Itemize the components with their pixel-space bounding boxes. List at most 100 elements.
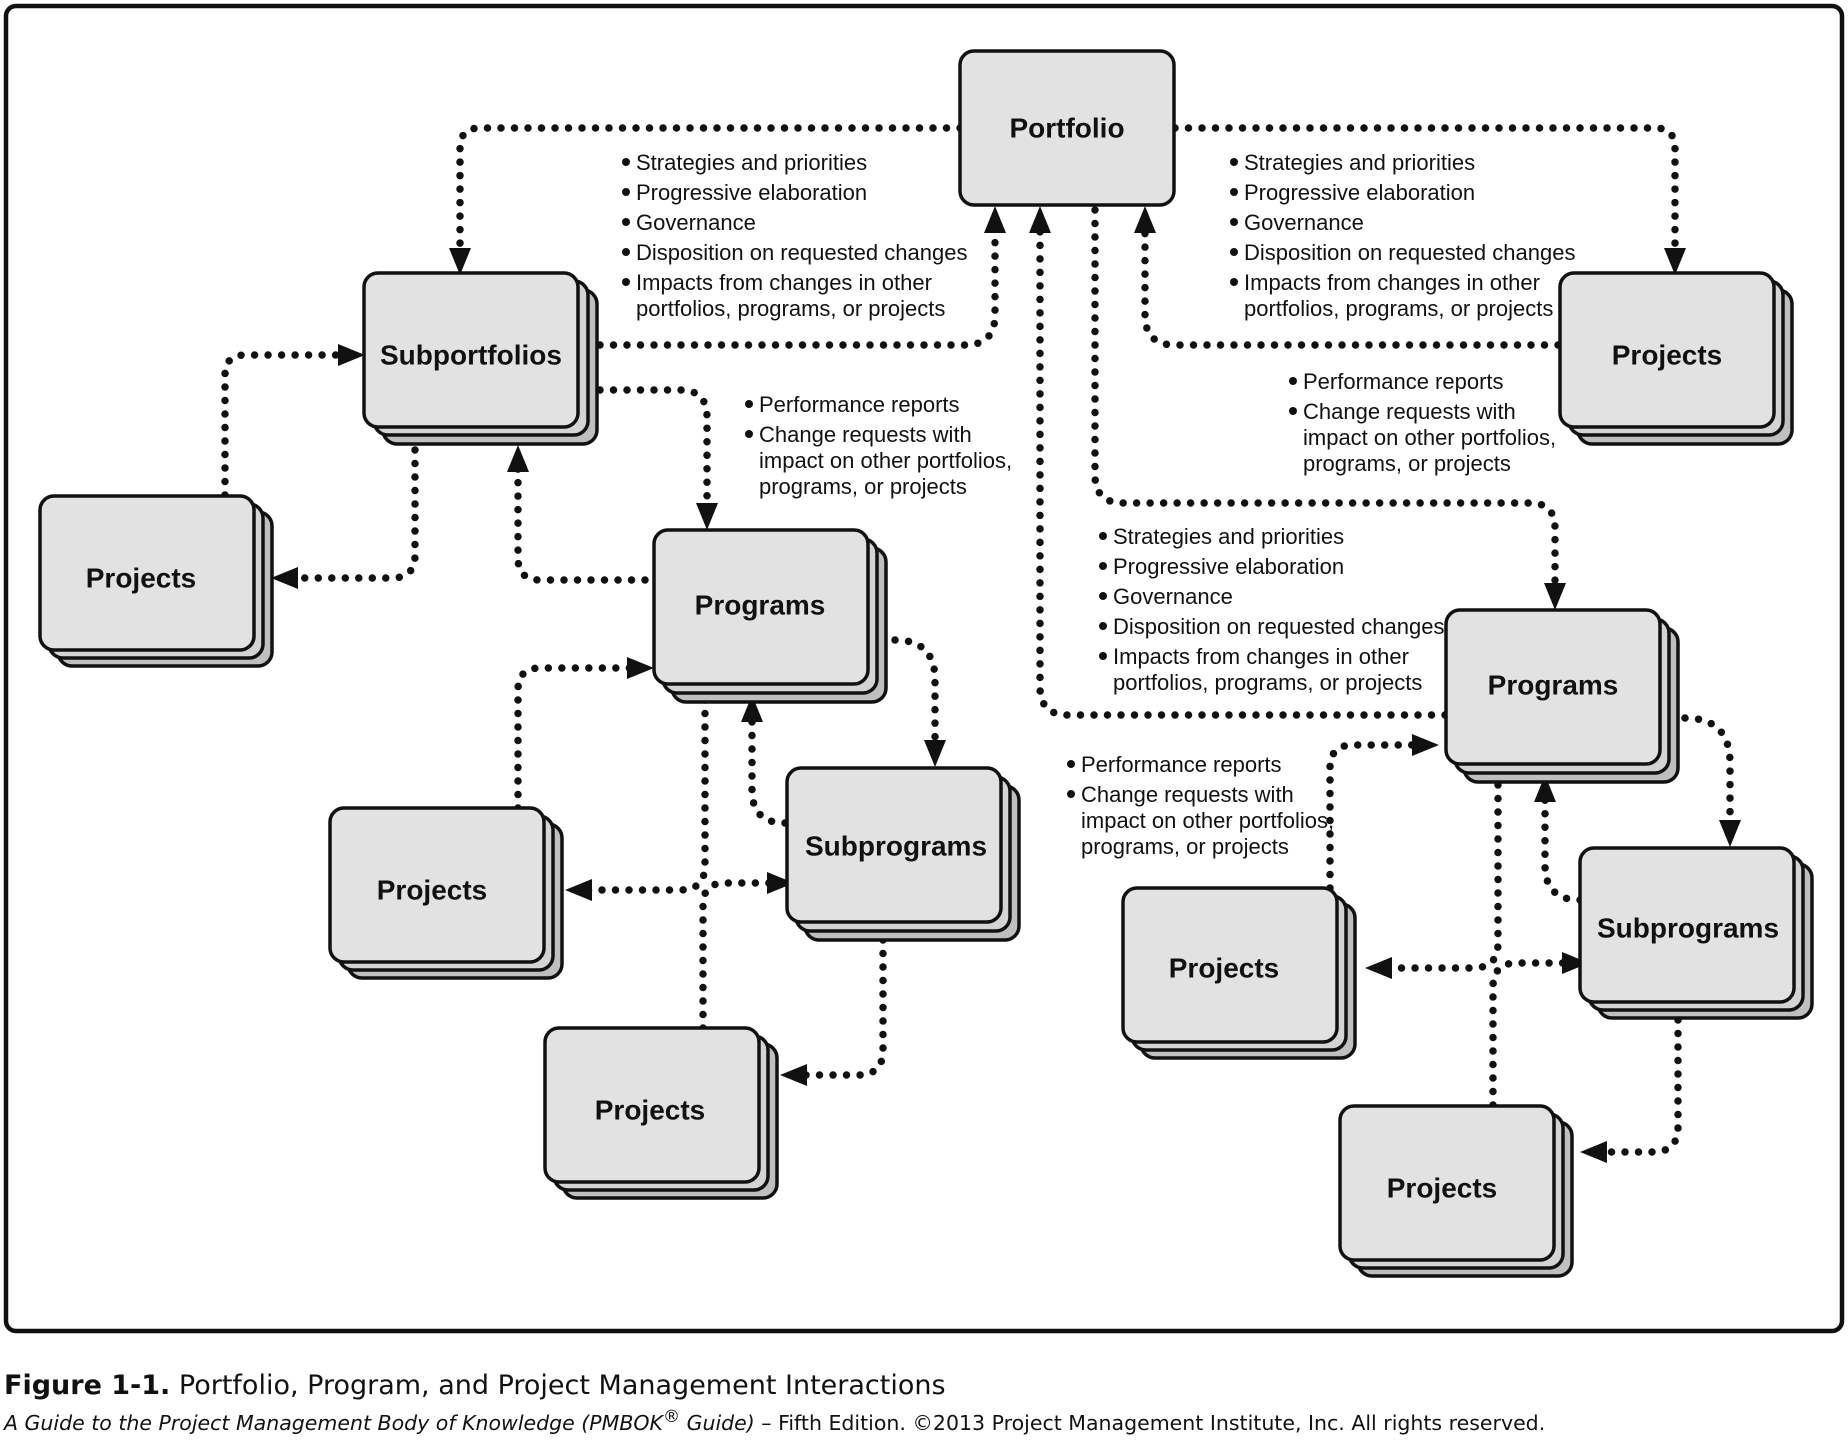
note-line: Change requests with [1081,782,1294,807]
figure-source-line: A Guide to the Project Management Body o… [4,1407,1844,1435]
performance-notes-right: Performance reports Change requests with… [1289,369,1556,476]
arrowhead [1664,248,1686,275]
connector-projects-left-subportfolios [221,351,349,499]
connector-subprograms-left-programs-left [748,711,789,827]
arrowhead [780,1064,807,1086]
projects-left-lower-label: Projects [377,875,488,906]
programs-right-box: Programs [1444,608,1680,784]
note-line: impact on other portfolios, [759,448,1012,473]
note-line: Governance [636,210,756,235]
note-line: Governance [1113,584,1233,609]
governance-notes-right: Strategies and priorities Progressive el… [1230,150,1575,321]
projects-left-lower-box: Projects [328,806,564,980]
connector-portfolio-programs-right [1091,206,1559,589]
connector-subprograms-left-projects-left-bottom [796,936,887,1079]
arrowhead [1412,734,1439,756]
portfolio-box: Portfolio [958,49,1176,207]
connector-programs-right-portfolio [1036,221,1449,719]
arrowhead [271,567,298,589]
note-line: impact on other portfolios, [1303,425,1556,450]
note-line: programs, or projects [1303,451,1511,476]
arrowhead [1580,1141,1607,1163]
note-line: portfolios, programs, or projects [1244,296,1553,321]
arrowhead [1544,583,1566,610]
arrowheads [271,206,1741,1163]
note-line: portfolios, programs, or projects [636,296,945,321]
note-line: programs, or projects [1081,834,1289,859]
note-line: Impacts from changes in other [1244,270,1540,295]
arrowhead [449,248,471,275]
subprograms-left-label: Subprograms [805,831,987,862]
arrowhead [767,872,794,894]
connector-subportfolios-projects-left [286,446,419,582]
projects-right-bottom-label: Projects [1387,1173,1498,1204]
projects-left-bottom-label: Projects [595,1095,706,1126]
note-line: Governance [1244,210,1364,235]
performance-notes-lower-right: Performance reports Change requests with… [1067,752,1334,859]
connector-projects-top-right-portfolio [1141,221,1562,349]
connector-projects-left-bottom-subprograms-left [699,879,774,1032]
arrowhead [507,445,529,472]
connector-subportfolios-portfolio [596,221,999,349]
note-line: Disposition on requested changes [1244,240,1575,265]
note-line: programs, or projects [759,474,967,499]
figure-title: Portfolio, Program, and Project Manageme… [170,1370,946,1401]
arrowhead [627,657,654,679]
arrowhead [338,344,365,366]
projects-top-right-box: Projects [1558,271,1794,446]
note-line: Strategies and priorities [1244,150,1475,175]
subportfolios-label: Subportfolios [380,340,562,371]
connector-portfolio-projects-top-right [1171,124,1679,254]
note-line: Performance reports [1303,369,1504,394]
interaction-diagram: Portfolio Subportfolios Projects Project… [3,3,1845,1334]
projects-right-lower-label: Projects [1169,953,1280,984]
figure-label: Figure 1-1. [4,1370,171,1401]
source-title: A Guide to the Project Management Body o… [4,1410,663,1435]
connector-projects-right-lower-programs-right [1326,741,1419,892]
connector-programs-left-subportfolios [514,461,649,584]
projects-left-bottom-box: Projects [543,1026,779,1200]
arrowhead [984,206,1006,233]
connector-projects-left-lower-programs-left [514,664,634,812]
programs-left-box: Programs [652,528,888,704]
note-line: Strategies and priorities [1113,524,1344,549]
note-line: Strategies and priorities [636,150,867,175]
registered-mark: ® [662,1407,681,1427]
source-rest: – Fifth Edition. ©2013 Project Managemen… [754,1410,1546,1435]
note-line: Progressive elaboration [1244,180,1475,205]
connector-programs-left-projects-left-lower [581,696,709,894]
subprograms-left-box: Subprograms [785,766,1021,942]
connector-subportfolios-programs-left [596,386,711,509]
programs-left-label: Programs [695,590,826,621]
arrowhead [1719,820,1741,847]
programs-right-label: Programs [1488,670,1619,701]
subprograms-right-label: Subprograms [1597,913,1779,944]
note-line: Progressive elaboration [1113,554,1344,579]
arrowhead [696,503,718,530]
arrowhead [1534,775,1556,802]
figure-caption: Figure 1-1. Portfolio, Program, and Proj… [4,1370,1844,1435]
note-line: Change requests with [759,422,972,447]
note-line: Performance reports [1081,752,1282,777]
note-line: Impacts from changes in other [636,270,932,295]
arrowhead [1562,952,1589,974]
portfolio-label: Portfolio [1009,113,1124,144]
subprograms-right-box: Subprograms [1578,846,1814,1020]
governance-notes-middle: Strategies and priorities Progressive el… [1099,524,1444,695]
projects-left-label: Projects [86,563,197,594]
note-line: portfolios, programs, or projects [1113,670,1422,695]
note-line: Disposition on requested changes [1113,614,1444,639]
connector-subprograms-right-programs-right [1541,791,1584,904]
governance-notes-left: Strategies and priorities Progressive el… [622,150,967,321]
subportfolios-box: Subportfolios [362,271,599,446]
figure-title-line: Figure 1-1. Portfolio, Program, and Proj… [4,1370,1844,1401]
connectors [221,124,1734,1156]
note-line: Disposition on requested changes [636,240,967,265]
connector-subprograms-right-projects-right-bottom [1596,1016,1682,1156]
note-line: Performance reports [759,392,960,417]
projects-left-box: Projects [38,494,274,668]
arrowhead [565,879,592,901]
projects-right-lower-box: Projects [1121,886,1357,1060]
arrowhead [1029,206,1051,233]
arrowhead [1365,957,1392,979]
